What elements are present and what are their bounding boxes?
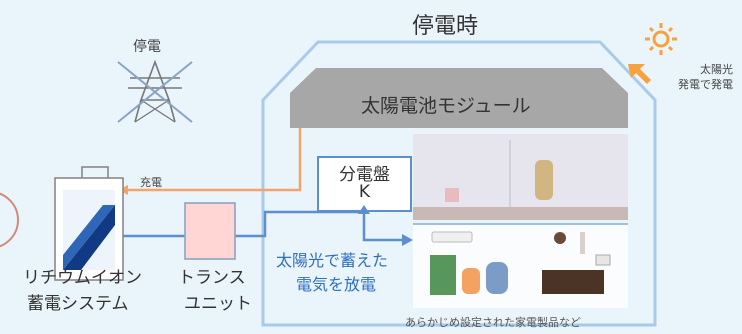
panel-arrow <box>358 205 370 214</box>
appliances-note: あらかじめ設定された家電製品など <box>405 316 581 329</box>
charge-label: 充電 <box>140 176 162 189</box>
transformer-panel-line <box>235 210 364 238</box>
partial-circle-icon <box>0 192 19 248</box>
standing-person-icon <box>535 160 553 200</box>
outage-label: 停電 <box>133 39 161 55</box>
dining-table-icon <box>542 270 604 294</box>
adult-figure-icon <box>486 262 508 294</box>
transformer-unit-box <box>184 202 236 260</box>
roof-label: 太陽電池モジュール <box>361 95 531 117</box>
charge-line <box>120 128 302 192</box>
panel-label-1: 分電盤 <box>339 165 390 185</box>
upper-room <box>413 134 628 220</box>
battery-label-1: リチウムイオン <box>23 268 142 288</box>
distribution-panel-box <box>317 156 412 212</box>
transformer-label-1: トランス <box>178 268 246 288</box>
transformer-label-2: ユニット <box>184 294 252 314</box>
solar-module-roof <box>290 68 628 128</box>
discharge-arrow <box>402 234 413 246</box>
sun-icon <box>645 23 677 55</box>
clock-icon <box>554 232 566 244</box>
panel-label-2: K <box>358 182 371 202</box>
battery-label-2: 蓄電システム <box>27 294 129 314</box>
child-figure-icon <box>462 268 480 294</box>
air-conditioner-icon <box>431 231 473 243</box>
battery-icon <box>54 166 124 281</box>
house-outline <box>261 40 657 327</box>
sunlight-arrow <box>628 64 651 84</box>
discharge-label-2: 電気を放電 <box>296 275 377 294</box>
title: 停電時 <box>412 14 479 39</box>
power-tower-crossed-icon <box>117 59 193 123</box>
plant-icon <box>430 255 456 295</box>
solar-note: 太陽光 発電で発電 <box>678 63 733 91</box>
discharge-label-1: 太陽光で蓄えた <box>276 251 389 270</box>
